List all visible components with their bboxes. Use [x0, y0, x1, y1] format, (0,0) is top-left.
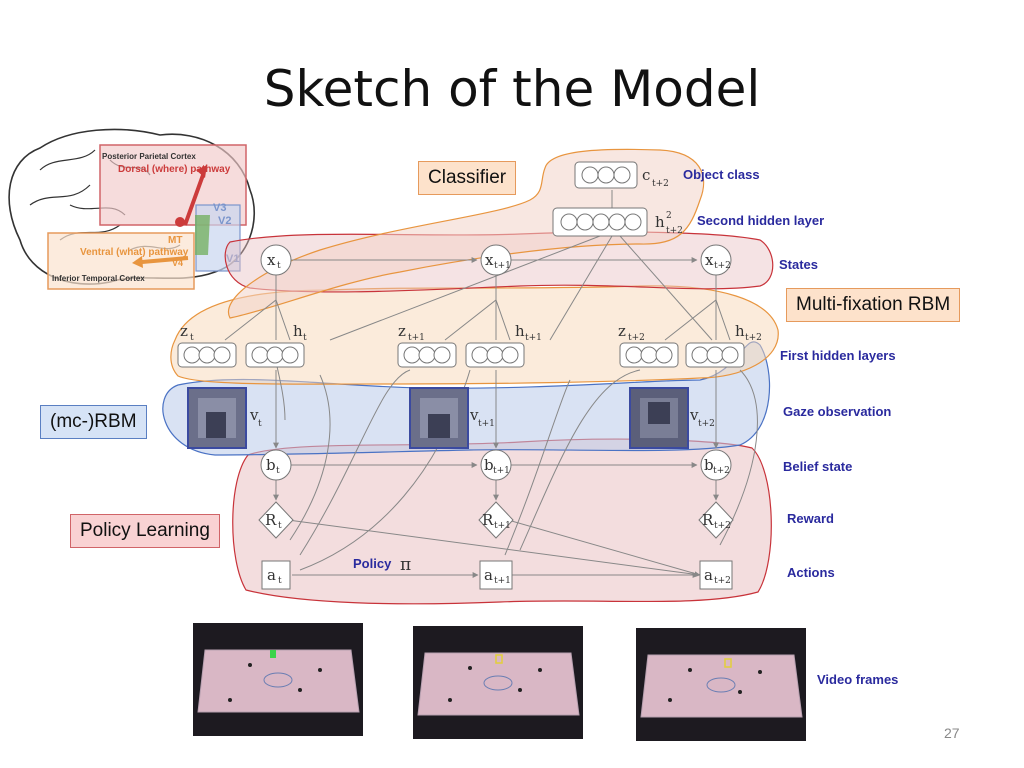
node-h-t2-sub: t+2	[745, 333, 762, 343]
node-h-t-base: h	[293, 322, 303, 340]
node-x-t2-base: x	[705, 251, 714, 269]
node-v-t1-sub: t+1	[478, 419, 495, 429]
node-x-t: x t	[261, 245, 291, 275]
node-h2-sup: 2	[666, 211, 672, 221]
brain-label-dorsal: Dorsal (where) pathway	[118, 164, 231, 175]
node-x-t2: x t+2	[701, 245, 731, 275]
callout-multi-fixation-rbm: Multi-fixation RBM	[786, 288, 960, 322]
node-r-t1-sub: t+1	[494, 521, 511, 531]
node-b-t2: b t+2	[701, 450, 731, 480]
node-z-t1-base: z	[398, 322, 406, 340]
node-b-t1: b t+1	[481, 450, 511, 480]
node-x-t-sub: t	[277, 261, 281, 271]
video-frame-2	[413, 626, 583, 739]
node-h-t1-sub: t+1	[525, 333, 542, 343]
node-r-t2-sub: t+2	[714, 521, 731, 531]
node-x-t-base: x	[267, 251, 276, 269]
node-a-t2-base: a	[704, 566, 713, 584]
row-label-first-hidden: First hidden layers	[780, 348, 896, 363]
callout-classifier: Classifier	[418, 161, 516, 195]
row-label-object-class: Object class	[683, 167, 760, 182]
node-a-t-base: a	[267, 566, 276, 584]
node-x-t1: x t+1	[481, 245, 511, 275]
node-h-t2-base: h	[735, 322, 745, 340]
policy-symbol: π	[400, 555, 411, 575]
row-label-video: Video frames	[817, 672, 898, 687]
node-a-t2-sub: t+2	[714, 576, 731, 586]
node-x-t1-base: x	[485, 251, 494, 269]
node-h2-sub: t+2	[666, 226, 683, 236]
node-x-t2-sub: t+2	[714, 261, 731, 271]
node-v-t2-sub: t+2	[698, 419, 715, 429]
callout-mc-rbm: (mc-)RBM	[40, 405, 147, 439]
page-number: 27	[944, 725, 960, 741]
brain-label-v4: V4	[172, 258, 183, 268]
node-c-base: c	[642, 166, 650, 184]
node-h2-base: h	[655, 213, 665, 231]
brain-label-ventral: Ventral (what) pathway	[80, 247, 189, 258]
node-a-t1-base: a	[484, 566, 493, 584]
node-z-t2-base: z	[618, 322, 626, 340]
brain-label-mt: MT	[168, 235, 182, 246]
callout-policy-learning: Policy Learning	[70, 514, 220, 548]
node-z-t-base: z	[180, 322, 188, 340]
node-r-t-base: R	[265, 511, 277, 529]
row-label-actions: Actions	[787, 565, 835, 580]
row-label-reward: Reward	[787, 511, 834, 526]
node-b-t-sub: t	[276, 466, 280, 476]
node-r-t1-base: R	[482, 511, 494, 529]
node-c-sub: t+2	[652, 179, 669, 189]
node-z-t1-sub: t+1	[408, 333, 425, 343]
video-frame-3	[636, 628, 806, 741]
node-b-t1-sub: t+1	[493, 466, 510, 476]
policy-label: Policy	[353, 556, 392, 571]
brain-label-inferior-temporal: Inferior Temporal Cortex	[52, 274, 145, 283]
node-h-t1-base: h	[515, 322, 525, 340]
node-b-t-base: b	[266, 456, 276, 474]
node-b-t2-sub: t+2	[713, 466, 730, 476]
brain-illustration: Posterior Parietal Cortex Dorsal (where)…	[9, 129, 254, 289]
video-frame-1	[193, 623, 363, 736]
row-label-belief: Belief state	[783, 459, 852, 474]
node-a-t-sub: t	[278, 576, 282, 586]
node-z-t2-sub: t+2	[628, 333, 645, 343]
node-r-t2-base: R	[702, 511, 714, 529]
node-h-t-sub: t	[303, 333, 307, 343]
row-label-second-hidden: Second hidden layer	[697, 213, 824, 228]
node-x-t1-sub: t+1	[494, 261, 511, 271]
row-label-gaze: Gaze observation	[783, 404, 891, 419]
brain-label-parietal: Posterior Parietal Cortex	[102, 152, 196, 161]
brain-label-v3: V3	[213, 202, 226, 214]
node-a-t1: a t+1	[480, 561, 512, 589]
node-a-t2: a t+2	[700, 561, 732, 589]
brain-label-v2: V2	[218, 215, 231, 227]
row-label-states: States	[779, 257, 818, 272]
node-a-t1-sub: t+1	[494, 576, 511, 586]
node-b-t: b t	[261, 450, 291, 480]
node-z-t-sub: t	[190, 333, 194, 343]
node-v-t-sub: t	[258, 419, 262, 429]
node-a-t: a t	[262, 561, 290, 589]
node-r-t-sub: t	[278, 521, 282, 531]
